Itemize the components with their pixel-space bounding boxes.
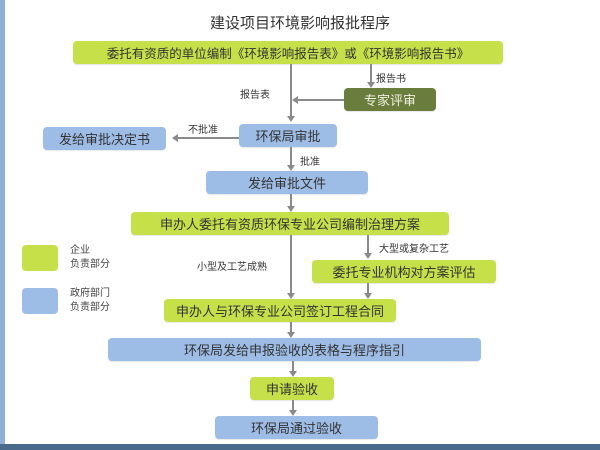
node-apply-acceptance: 申请验收 — [250, 377, 334, 400]
legend-label-government: 政府部门负责部分 — [70, 287, 110, 315]
connector — [178, 137, 239, 139]
arrow-down-icon — [289, 410, 297, 416]
connector — [370, 64, 372, 82]
legend-line: 政府部门 — [70, 288, 110, 299]
node-plan-evaluation: 委托专业机构对方案评估 — [312, 260, 496, 283]
node-engineering-contract: 申办人与环保专业公司签订工程合同 — [164, 299, 396, 322]
frame-bottom-border — [0, 444, 600, 450]
arrow-down-icon — [287, 116, 295, 122]
frame-left-border — [0, 0, 5, 450]
label-report-book: 报告书 — [376, 74, 406, 85]
node-decision-letter: 发给审批决定书 — [43, 127, 166, 150]
legend-line: 负责部分 — [70, 259, 110, 270]
arrow-down-icon — [287, 206, 295, 212]
label-not-approved: 不批准 — [188, 125, 218, 136]
arrow-left-icon — [172, 134, 178, 142]
arrow-down-icon — [367, 82, 375, 88]
node-acceptance-passed: 环保局通过验收 — [215, 416, 378, 439]
arrow-down-icon — [287, 165, 295, 171]
label-report-form: 报告表 — [240, 90, 270, 101]
connector — [290, 64, 292, 118]
node-treatment-plan: 申办人委托有资质环保专业公司编制治理方案 — [131, 212, 449, 235]
node-acceptance-forms: 环保局发给申报验收的表格与程序指引 — [108, 338, 481, 361]
label-approved: 批准 — [300, 157, 320, 168]
connector — [290, 322, 292, 334]
legend-line: 企业 — [70, 245, 90, 256]
legend-line: 负责部分 — [70, 302, 110, 313]
label-large-complex: 大型或复杂工艺 — [379, 244, 449, 255]
label-small-mature: 小型及工艺成熟 — [197, 262, 267, 273]
node-expert-review: 专家评审 — [344, 88, 436, 111]
legend-swatch-enterprise — [22, 245, 58, 271]
node-commission-report: 委托有资质的单位编制《环境影响报告表》或《环境影响报告书》 — [73, 41, 503, 64]
legend-swatch-government — [22, 288, 58, 314]
arrow-down-icon — [364, 253, 372, 259]
arrow-down-icon — [289, 371, 297, 377]
diagram-title: 建设项目环境影响报批程序 — [209, 14, 390, 32]
connector — [290, 147, 292, 167]
arrow-down-icon — [364, 293, 372, 299]
connector — [290, 235, 292, 295]
connector — [367, 235, 369, 253]
node-epb-approval: 环保局审批 — [239, 124, 337, 147]
node-approval-document: 发给审批文件 — [206, 171, 368, 194]
connector — [292, 400, 294, 412]
arrow-left-icon — [292, 96, 298, 104]
connector — [367, 283, 369, 295]
connector — [290, 194, 292, 208]
connector — [292, 361, 294, 373]
arrow-down-icon — [287, 332, 295, 338]
connector — [298, 99, 344, 101]
legend-label-enterprise: 企业负责部分 — [70, 244, 110, 272]
arrow-down-icon — [287, 293, 295, 299]
